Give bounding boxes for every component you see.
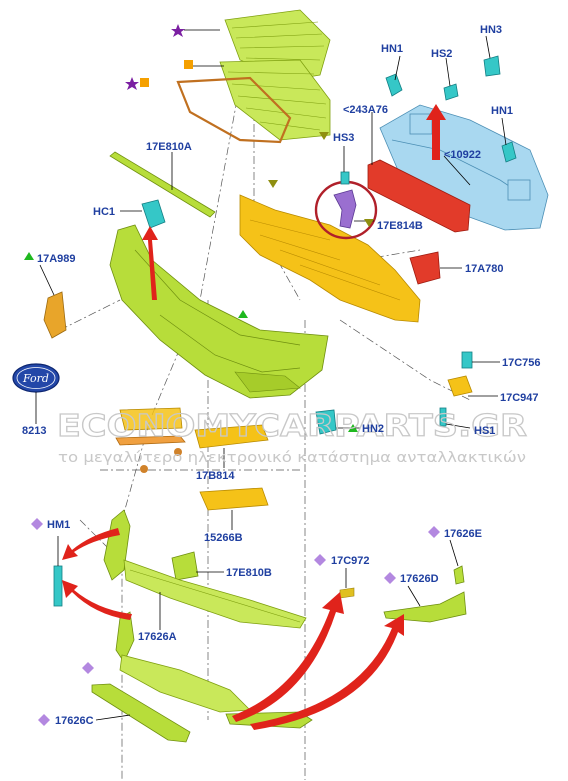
fastener-hs2 — [443, 83, 459, 101]
lower-grille-part — [219, 59, 331, 141]
watermark-brand: ECONOMYCARPARTS.GR — [57, 409, 527, 444]
clip-hc1 — [141, 199, 166, 229]
motion-arrows — [62, 104, 446, 730]
clip-hs1 — [439, 407, 447, 427]
square-icon — [184, 60, 193, 69]
label-17c756: 17C756 — [502, 357, 541, 369]
diamond-icon — [82, 662, 94, 674]
label-hn3: HN3 — [480, 24, 502, 36]
triangle-up-icon — [238, 310, 248, 318]
trim-17e810b — [171, 551, 199, 581]
reinforcement-bar — [379, 104, 549, 231]
clip-hn2 — [315, 409, 337, 435]
fog-bezel-left — [115, 407, 186, 473]
trim-strip-17e810a — [109, 151, 216, 218]
hs3-highlight — [314, 171, 378, 240]
fog-bezel-15266b — [199, 487, 269, 511]
sensor-bracket-17c947 — [447, 375, 473, 397]
label-17c947: 17C947 — [500, 392, 539, 404]
diamond-icon — [428, 526, 440, 538]
label-17a989: 17A989 — [37, 253, 76, 265]
ford-logo-text: Ford — [22, 372, 49, 385]
side-piece-lower — [115, 611, 135, 663]
label-17c972: 17C972 — [331, 555, 370, 567]
fastener-hn1-top — [385, 73, 403, 97]
label-17e814b: 17E814B — [377, 220, 423, 232]
trim-17626e — [453, 565, 465, 585]
label-17626c: 17626C — [55, 715, 94, 727]
fastener-hn3 — [483, 55, 501, 77]
sensor-17c756 — [461, 351, 473, 369]
label-hm1: HM1 — [47, 519, 70, 531]
part-labels: HN1 HS2 HN3 <243A76 HN1 HS3 <10922 17E81… — [22, 24, 541, 727]
trim-17626d — [383, 591, 467, 623]
engine-undertray — [239, 194, 421, 323]
label-17b814: 17B814 — [196, 470, 235, 482]
assembly-guide-lines — [59, 60, 471, 780]
label-17626e: 17626E — [444, 528, 482, 540]
markers — [24, 24, 440, 726]
grille-surround-trim — [176, 76, 292, 144]
diamond-icon — [31, 518, 43, 530]
label-hc1: HC1 — [93, 206, 115, 218]
clip-17c972 — [339, 587, 355, 599]
label-hn1-right: HN1 — [491, 105, 513, 117]
triangle-up-icon — [24, 252, 34, 260]
label-17e810a: 17E810A — [146, 141, 192, 153]
triangle-down-icon — [268, 180, 278, 188]
triangle-up-icon — [348, 424, 358, 432]
label-17626d: 17626D — [400, 573, 439, 585]
diamond-icon — [384, 572, 396, 584]
side-piece-upper — [103, 509, 131, 581]
triangle-down-icon — [319, 132, 329, 140]
star-icon — [125, 77, 139, 90]
fastener-hm1 — [53, 565, 63, 607]
side-bracket-17a989 — [43, 291, 67, 339]
watermark-tagline: το μεγαλύτερο ηλεκτρονικό κατάστημα αντα… — [58, 450, 526, 466]
square-icon — [140, 78, 149, 87]
watermark: ECONOMYCARPARTS.GR το μεγαλύτερο ηλεκτρο… — [56, 408, 527, 466]
label-hs1: HS1 — [474, 425, 495, 437]
fastener-hn1-right — [501, 141, 517, 163]
fog-bezel-17b814 — [194, 424, 269, 449]
lip-spoiler-17626c — [91, 683, 191, 743]
label-17e810b: 17E810B — [226, 567, 272, 579]
label-hs3: HS3 — [333, 132, 354, 144]
label-10922: <10922 — [444, 149, 481, 161]
lower-grille-17626a — [123, 559, 307, 629]
star-icon — [171, 24, 185, 37]
diamond-icon — [38, 714, 50, 726]
energy-absorber-foam — [367, 159, 471, 233]
label-8213: 8213 — [22, 425, 46, 437]
diamond-icon — [314, 554, 326, 566]
bumper-cover — [109, 224, 329, 399]
label-15266b: 15266B — [204, 532, 243, 544]
triangle-down-icon — [364, 219, 374, 227]
ford-emblem: Ford — [12, 363, 60, 393]
label-hn1-top: HN1 — [381, 43, 403, 55]
lower-valance — [119, 654, 251, 713]
label-17a780: 17A780 — [465, 263, 504, 275]
label-243a76: <243A76 — [343, 104, 388, 116]
label-hn2: HN2 — [362, 423, 384, 435]
leader-lines — [35, 29, 507, 721]
bracket-17a780 — [409, 251, 441, 285]
label-17626a: 17626A — [138, 631, 177, 643]
label-hs2: HS2 — [431, 48, 452, 60]
